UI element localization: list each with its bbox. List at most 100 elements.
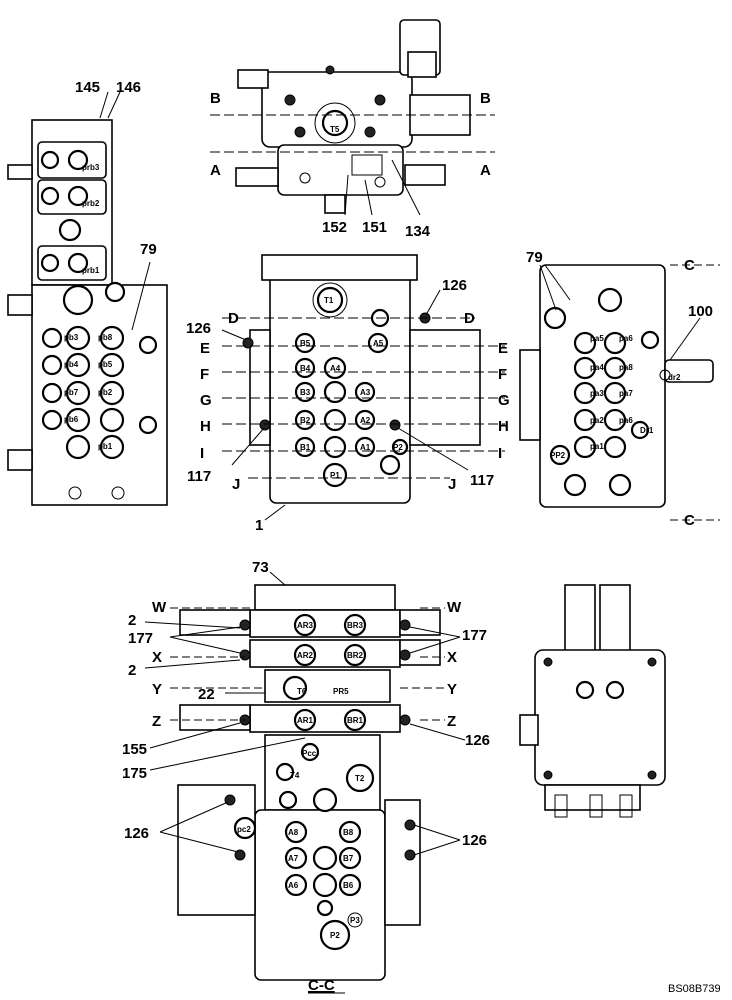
port-label: B1 xyxy=(300,443,311,452)
port-label: AR1 xyxy=(297,716,314,725)
port-label: B5 xyxy=(300,339,311,348)
callout-label: 126 xyxy=(442,277,467,294)
port-label: PR5 xyxy=(333,687,349,696)
bottom-view: AR3 BR3 AR2 BR2 T6 PR5 AR1 BR1 Pcc T4 T2… xyxy=(122,559,490,994)
section-label: Y xyxy=(152,681,162,698)
section-label: J xyxy=(232,476,240,493)
port-label: A2 xyxy=(360,416,371,425)
section-label: A xyxy=(210,162,221,179)
port-label: A5 xyxy=(373,339,384,348)
port-label: prb3 xyxy=(82,163,100,172)
port-label: pb8 xyxy=(98,333,113,342)
section-label: W xyxy=(447,599,462,616)
section-label: F xyxy=(498,366,507,383)
top-view: T5 B B A A 152 151 134 xyxy=(210,19,495,240)
callout-label: 73 xyxy=(252,559,269,576)
port-label: pa8 xyxy=(619,363,633,372)
port-label: T5 xyxy=(330,125,340,134)
section-label: I xyxy=(498,445,502,462)
port-label: T4 xyxy=(290,771,300,780)
port-label: B6 xyxy=(343,881,354,890)
callout-label: 79 xyxy=(140,241,157,258)
callout-label: 155 xyxy=(122,741,147,758)
port-label: A6 xyxy=(288,881,299,890)
port-label: pb4 xyxy=(64,360,79,369)
section-label: D xyxy=(228,310,239,327)
callout-label: 126 xyxy=(465,732,490,749)
callout-label: 134 xyxy=(405,223,431,240)
callout-label: 126 xyxy=(186,320,211,337)
port-label: Pcc xyxy=(302,749,317,758)
section-label: B xyxy=(480,90,491,107)
port-label: BR3 xyxy=(347,621,364,630)
callout-label: 100 xyxy=(688,303,713,320)
port-label: B2 xyxy=(300,416,311,425)
port-label: A7 xyxy=(288,854,299,863)
callout-label: 117 xyxy=(470,472,494,489)
callout-label: 145 xyxy=(75,79,100,96)
port-label: A8 xyxy=(288,828,299,837)
section-caption: C-C xyxy=(308,977,335,994)
port-label: T2 xyxy=(355,774,365,783)
port-label: pb7 xyxy=(64,388,79,397)
port-label: PP2 xyxy=(550,451,566,460)
section-label: H xyxy=(498,418,509,435)
section-label: C xyxy=(684,512,695,529)
port-label: A1 xyxy=(360,443,371,452)
port-label: T1 xyxy=(324,296,334,305)
callout-label: 126 xyxy=(124,825,149,842)
callout-label: 2 xyxy=(128,662,136,679)
port-label: B7 xyxy=(343,854,354,863)
callout-label: 1 xyxy=(255,517,263,534)
port-label: P2 xyxy=(393,443,403,452)
section-label: X xyxy=(152,649,162,666)
port-label: P3 xyxy=(350,916,360,925)
port-label: A3 xyxy=(360,388,371,397)
callout-label: 22 xyxy=(198,686,215,703)
front-view: T1 B5 A5 B4 A4 B3 A3 B2 A2 B1 A1 P1 P2 D… xyxy=(186,254,510,534)
drawing-code: BS08B739 xyxy=(668,983,721,995)
section-label: G xyxy=(200,392,212,409)
port-label: B3 xyxy=(300,388,311,397)
port-label: pb1 xyxy=(98,442,113,451)
callout-label: 177 xyxy=(462,627,487,644)
port-label: prb2 xyxy=(82,199,100,208)
port-label: pa7 xyxy=(619,389,633,398)
section-label: I xyxy=(200,445,204,462)
left-view: 145 146 79 prb3 prb2 prb1 pb8 pb3 pb4 pb… xyxy=(7,79,168,506)
section-label: C xyxy=(684,257,695,274)
port-label: T6 xyxy=(297,687,307,696)
section-label: A xyxy=(480,162,491,179)
callout-label: 126 xyxy=(462,832,487,849)
callout-label: 177 xyxy=(128,630,153,647)
side-view xyxy=(519,584,666,818)
port-label: pb3 xyxy=(64,333,79,342)
section-label: F xyxy=(200,366,209,383)
port-label: B8 xyxy=(343,828,354,837)
section-label: G xyxy=(498,392,510,409)
section-label: W xyxy=(152,599,167,616)
section-label: Z xyxy=(447,713,456,730)
port-label: AR2 xyxy=(297,651,314,660)
section-label: B xyxy=(210,90,221,107)
port-label: B4 xyxy=(300,364,311,373)
port-label: dr2 xyxy=(668,373,681,382)
callout-label: 152 xyxy=(322,219,347,236)
port-label: pa4 xyxy=(590,363,604,372)
port-label: pa6 xyxy=(619,334,633,343)
callout-label: 146 xyxy=(116,79,141,96)
port-label: AR3 xyxy=(297,621,314,630)
port-label: pa1 xyxy=(590,442,604,451)
port-label: pb2 xyxy=(98,388,113,397)
section-label: E xyxy=(200,340,210,357)
section-label: Y xyxy=(447,681,457,698)
right-view: pa5 pa6 pa4 pa8 pa3 pa7 pa2 pa6 pa1 dr2 … xyxy=(519,249,720,529)
port-label: P2 xyxy=(330,931,340,940)
port-label: prb1 xyxy=(82,266,100,275)
callout-label: 79 xyxy=(526,249,543,266)
section-label: J xyxy=(448,476,456,493)
callout-label: 151 xyxy=(362,219,387,236)
port-label: pc2 xyxy=(237,825,251,834)
port-label: BR1 xyxy=(347,716,364,725)
